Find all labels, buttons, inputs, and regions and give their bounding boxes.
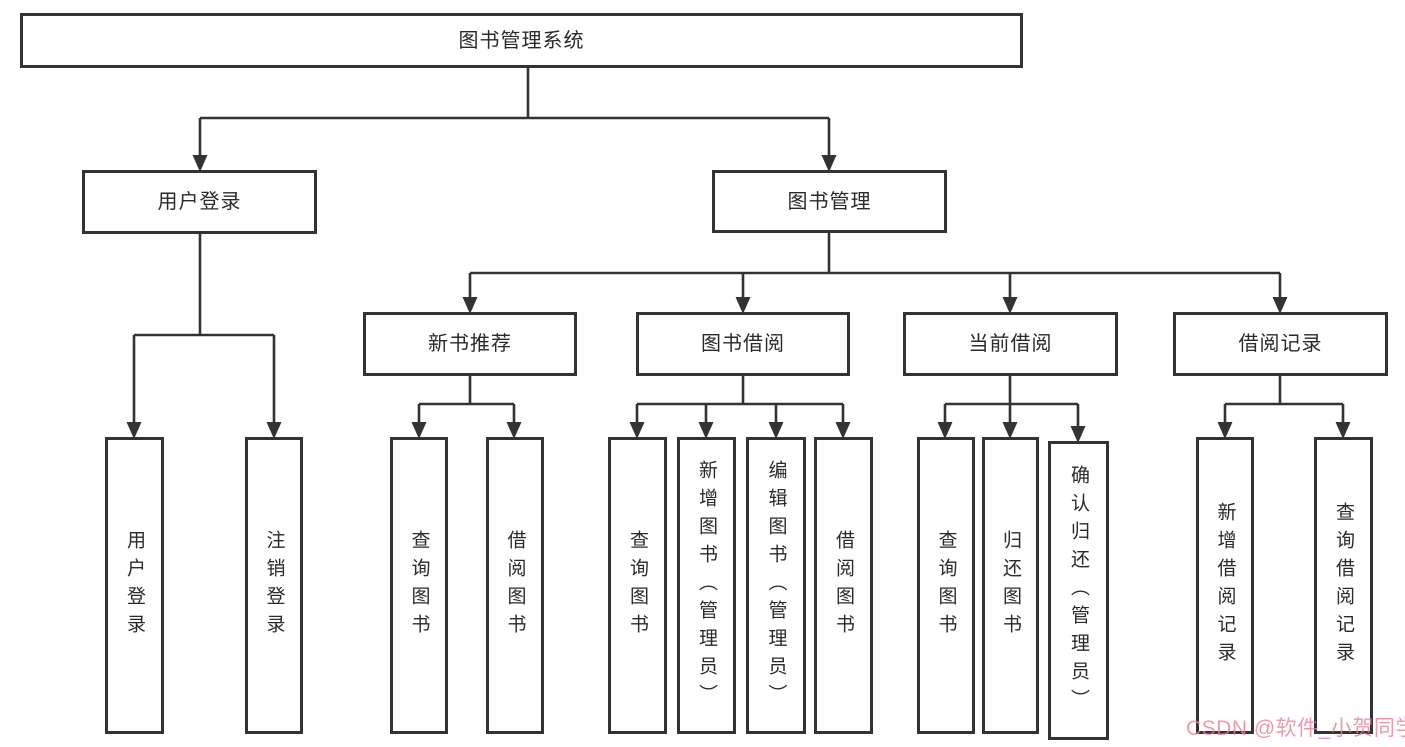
leaf-query-books-2: 查询图书 — [608, 437, 667, 734]
leaf-label: 确认归还（管理员） — [1068, 464, 1089, 717]
node-current-borrowing: 当前借阅 — [903, 312, 1118, 376]
leaf-add-books-admin: 新增图书（管理员） — [677, 437, 736, 734]
arrowhead-icon — [1002, 297, 1018, 314]
arrowhead-icon — [1217, 422, 1233, 439]
arrowhead-icon — [1070, 426, 1086, 443]
node-label: 用户登录 — [157, 191, 242, 213]
arrowhead-icon — [821, 155, 837, 172]
arrowhead-icon — [835, 422, 851, 439]
leaf-borrow-books-2: 借阅图书 — [814, 437, 873, 734]
leaf-edit-books-admin: 编辑图书（管理员） — [746, 437, 806, 734]
leaf-label: 新增图书（管理员） — [696, 459, 717, 712]
arrowhead-icon — [629, 422, 645, 439]
leaf-label: 注销登录 — [263, 529, 285, 642]
arrowhead-icon — [1335, 422, 1351, 439]
node-label: 图书管理系统 — [458, 29, 585, 52]
arrowhead-icon — [735, 297, 751, 314]
leaf-add-borrow-record: 新增借阅记录 — [1196, 437, 1254, 734]
node-label: 图书借阅 — [701, 333, 785, 355]
leaf-confirm-return-admin: 确认归还（管理员） — [1048, 441, 1109, 740]
arrowhead-icon — [192, 155, 208, 172]
leaf-label: 借阅图书 — [504, 529, 526, 642]
leaf-label: 查询图书 — [627, 529, 648, 642]
arrowhead-icon — [1272, 297, 1288, 314]
arrowhead-icon — [1002, 422, 1018, 439]
node-user-login-branch: 用户登录 — [82, 170, 317, 234]
leaf-return-books: 归还图书 — [982, 437, 1039, 734]
leaf-label: 新增借阅记录 — [1214, 501, 1236, 670]
node-new-book-recommend: 新书推荐 — [363, 312, 577, 376]
arrowhead-icon — [937, 422, 953, 439]
leaf-borrow-books-1: 借阅图书 — [486, 437, 544, 734]
node-label: 当前借阅 — [968, 333, 1053, 355]
leaf-user-login: 用户登录 — [105, 437, 164, 734]
node-borrowing-records: 借阅记录 — [1173, 312, 1388, 376]
node-book-borrowing: 图书借阅 — [636, 312, 850, 376]
leaf-logout: 注销登录 — [245, 437, 303, 734]
leaf-label: 借阅图书 — [833, 529, 854, 642]
arrowhead-icon — [266, 422, 282, 439]
arrowhead-icon — [462, 297, 478, 314]
node-system-root: 图书管理系统 — [20, 13, 1023, 68]
leaf-query-borrow-record: 查询借阅记录 — [1314, 437, 1373, 734]
node-label: 借阅记录 — [1238, 333, 1323, 355]
node-label: 新书推荐 — [428, 333, 512, 355]
leaf-label: 编辑图书（管理员） — [765, 459, 787, 712]
leaf-label: 查询图书 — [935, 529, 957, 642]
arrowhead-icon — [411, 422, 427, 439]
arrowhead-icon — [698, 422, 714, 439]
leaf-label: 查询图书 — [408, 529, 430, 642]
csdn-watermark: CSDN @软件_小贺同学 — [1186, 717, 1405, 740]
leaf-query-books-1: 查询图书 — [390, 437, 448, 734]
leaf-label: 用户登录 — [124, 529, 145, 642]
leaf-label: 查询借阅记录 — [1333, 501, 1354, 670]
arrowhead-icon — [768, 422, 784, 439]
leaf-query-books-3: 查询图书 — [917, 437, 975, 734]
node-book-management-branch: 图书管理 — [712, 170, 947, 233]
arrowhead-icon — [126, 422, 142, 439]
arrowhead-icon — [506, 422, 522, 439]
leaf-label: 归还图书 — [1000, 529, 1021, 642]
node-label: 图书管理 — [787, 190, 872, 213]
